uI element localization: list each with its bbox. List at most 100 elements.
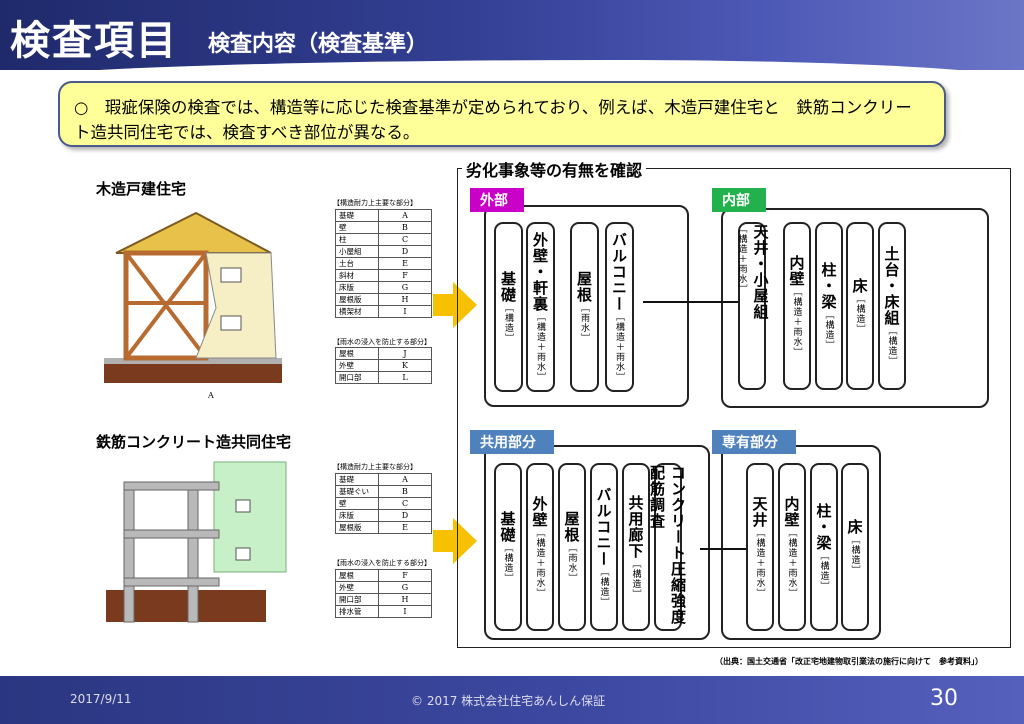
part-name-cell: 開口部 [335,371,379,384]
part-sub-text: ［構造］ [503,303,513,343]
part-name-cell: 床版 [335,509,379,522]
rc-rain-caption: 【雨水の浸入を防止する部分】 [333,559,431,567]
header-curve [0,60,1024,82]
part-code-cell: A [378,209,432,222]
part-sub-text: ［構造＋雨水］ [534,528,545,598]
part-sub-text: ［構造］ [598,567,609,607]
footer-bar [0,676,1024,724]
part-main-text: 柱・梁 [819,262,838,310]
inspection-part-label: 屋根［雨水］ [574,271,595,343]
part-name-cell: 基礎ぐい [335,485,379,498]
part-name-cell: 土台 [335,257,379,270]
inspection-part-box: 柱・梁［構造］ [810,463,838,631]
part-code-cell: K [378,359,432,372]
inspection-part-box: 床［構造］ [846,222,874,390]
part-main-text: バルコニー [610,232,628,312]
inspection-part-label: バルコニー［構造＋雨水］ [609,232,630,382]
part-name-cell: 壁 [335,221,379,234]
inspection-part-box: 共用廊下［構造］ [622,463,650,631]
part-main-text: 土台・床組 [882,246,901,326]
connector-line [700,548,746,550]
part-code-cell: L [378,371,432,384]
part-code-cell: C [378,497,432,510]
rc-house-illustration [106,461,287,623]
rc-house-title: 鉄筋コンクリート造共同住宅 [96,433,292,451]
footer-date: 2017/9/11 [70,692,132,706]
part-code-cell: I [378,305,432,318]
part-sub-text: ［構造］ [502,543,513,583]
part-name-cell: 小屋組 [335,245,379,258]
part-name-cell: 床版 [335,281,379,294]
part-code-cell: E [378,521,432,534]
wood-rain-caption: 【雨水の浸入を防止する部分】 [333,338,431,346]
part-name-cell: 屋根 [335,347,379,360]
common-tag: 共用部分 [470,430,554,454]
interior-tag: 内部 [712,188,766,212]
inspection-part-box: 基礎［構造］ [494,222,523,392]
wood-house-illustration: A [104,211,282,398]
part-name-cell: 排水管 [335,605,379,618]
inspection-part-box: 天井・小屋組［構造＋雨水］ [737,222,770,390]
rc-structural-caption: 【構造耐力上主要な部分】 [333,463,417,471]
part-name-cell: 屋根版 [335,521,379,534]
part-main-text: コンクリート圧縮強度配筋調査 [648,465,687,625]
part-sub-text: ［構造］ [823,310,834,350]
wood-structural-caption: 【構造耐力上主要な部分】 [333,199,417,207]
part-name-cell: 開口部 [335,593,379,606]
inspection-part-label: 外壁・軒裏［構造＋雨水］ [530,232,551,382]
part-main-text: 天井 [750,496,769,528]
part-code-cell: G [378,581,432,594]
part-main-text: 柱・梁 [814,503,833,551]
inspection-part-label: 基礎［構造］ [498,271,519,343]
part-name-cell: 屋根 [335,569,379,582]
part-sub-text: ［構造］ [630,559,641,599]
part-main-text: 屋根 [575,271,593,303]
part-code-cell: H [378,593,432,606]
inspection-part-label: 天井・小屋組［構造＋雨水］ [733,224,772,388]
inspection-part-box: 外壁・軒裏［構造＋雨水］ [526,222,555,392]
connector-line [643,301,741,303]
inspection-part-label: コンクリート圧縮強度配筋調査 [647,465,689,629]
arrow-right-icon [433,518,477,564]
inspection-part-label: 屋根［雨水］ [562,511,583,583]
part-code-cell: B [378,221,432,234]
part-main-text: 内壁 [782,496,801,528]
inspection-part-box: 土台・床組［構造］ [878,222,906,390]
note-box: ○ 瑕疵保険の検査では、構造等に応じた検査基準が定められており、例えば、木造戸建… [58,81,946,147]
inspection-part-box: コンクリート圧縮強度配筋調査 [648,463,687,631]
part-sub-text: ［構造］ [818,551,829,591]
part-code-cell: F [378,269,432,282]
page-title: 検査項目 [10,18,178,64]
page-number: 30 [930,686,958,711]
inspection-part-box: バルコニー［構造＋雨水］ [605,222,634,392]
inspection-part-box: 柱・梁［構造］ [815,222,843,390]
part-name-cell: 柱 [335,233,379,246]
part-main-text: 床 [850,278,869,294]
inspection-part-box: バルコニー［構造］ [590,463,618,631]
part-code-cell: J [378,347,432,360]
part-sub-text: ［構造＋雨水］ [791,287,802,357]
part-sub-text: ［構造］ [854,294,865,334]
part-code-cell: G [378,281,432,294]
part-code-cell: H [378,293,432,306]
part-main-text: 基礎 [499,271,517,303]
inspection-diagram-frame [457,168,1011,648]
page-subtitle: 検査内容（検査基準） [208,32,429,57]
inspection-part-box: 床［構造］ [841,463,869,631]
private-tag: 専有部分 [712,430,796,454]
wood-house-title: 木造戸建住宅 [96,180,187,198]
inspection-part-label: 内壁［構造＋雨水］ [787,255,808,357]
